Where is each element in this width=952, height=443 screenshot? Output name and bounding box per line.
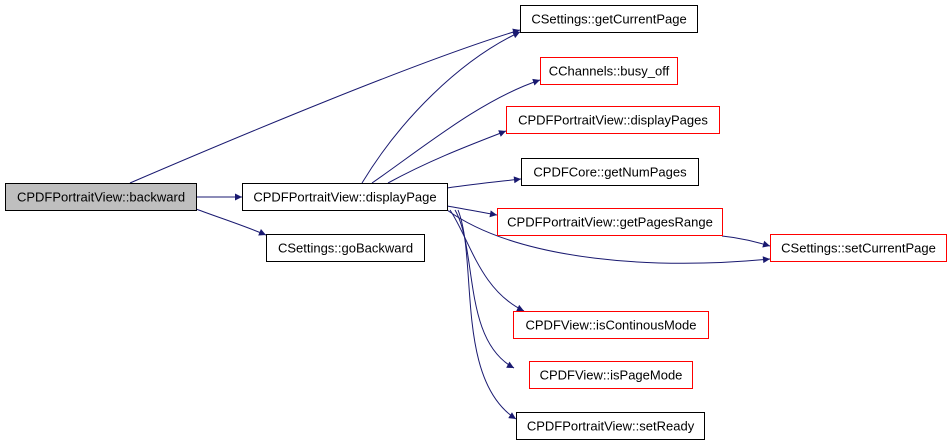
node-label: CPDFPortraitView::getPagesRange (507, 215, 713, 230)
node-label: CPDFPortraitView::setReady (527, 419, 695, 434)
edge-backward-to-getCurrentPage (129, 28, 521, 184)
edge-displayPage-to-setCurrentPage (446, 209, 771, 264)
node-setCurrentPage[interactable]: CSettings::setCurrentPage (770, 234, 947, 262)
node-box (540, 57, 678, 85)
node-box (516, 412, 705, 440)
edge-displayPage-to-isContinousMode (449, 209, 525, 312)
node-label: CPDFPortraitView::backward (17, 190, 185, 205)
edge-getPagesRange-to-setCurrentPage (721, 235, 771, 248)
node-label: CPDFView::isContinousMode (526, 318, 697, 333)
node-label: CSettings::getCurrentPage (531, 12, 686, 27)
node-box (5, 183, 197, 211)
edge-displayPage-to-setReady (457, 209, 517, 420)
node-box (242, 183, 448, 211)
node-box (770, 234, 947, 262)
node-backward[interactable]: CPDFPortraitView::backward (5, 183, 197, 211)
node-label: CSettings::setCurrentPage (781, 241, 936, 256)
node-getNumPages[interactable]: CPDFCore::getNumPages (521, 158, 699, 186)
edge-displayPage-to-getNumPages (446, 176, 522, 189)
node-label: CPDFView::isPageMode (540, 368, 683, 383)
node-label: CPDFPortraitView::displayPages (518, 113, 708, 128)
node-isPageMode[interactable]: CPDFView::isPageMode (529, 361, 693, 389)
node-getPagesRange[interactable]: CPDFPortraitView::getPagesRange (497, 208, 723, 236)
edge-displayPage-to-getCurrentPage (361, 31, 521, 184)
node-box (520, 5, 698, 33)
node-goBackward[interactable]: CSettings::goBackward (266, 234, 425, 262)
edge-displayPage-to-getPagesRange (446, 205, 498, 218)
node-displayPages[interactable]: CPDFPortraitView::displayPages (506, 106, 720, 134)
node-box (266, 234, 425, 262)
node-box (497, 208, 723, 236)
node-displayPage[interactable]: CPDFPortraitView::displayPage (242, 183, 448, 211)
node-isContinousMode[interactable]: CPDFView::isContinousMode (513, 311, 709, 339)
node-box (506, 106, 720, 134)
node-box (529, 361, 693, 389)
edge-displayPage-to-busy_off (371, 78, 541, 184)
node-label: CChannels::busy_off (549, 64, 670, 79)
node-label: CSettings::goBackward (278, 241, 413, 256)
node-box (521, 158, 699, 186)
node-busy_off[interactable]: CChannels::busy_off (540, 57, 678, 85)
edges-layer (129, 28, 771, 420)
node-setReady[interactable]: CPDFPortraitView::setReady (516, 412, 705, 440)
edge-displayPage-to-isPageMode (454, 209, 515, 369)
node-box (513, 311, 709, 339)
node-getCurrentPage[interactable]: CSettings::getCurrentPage (520, 5, 698, 33)
node-label: CPDFPortraitView::displayPage (253, 190, 436, 205)
node-label: CPDFCore::getNumPages (533, 165, 687, 180)
edge-backward-to-goBackward (195, 208, 267, 236)
edge-displayPage-to-displayPages (387, 130, 507, 184)
